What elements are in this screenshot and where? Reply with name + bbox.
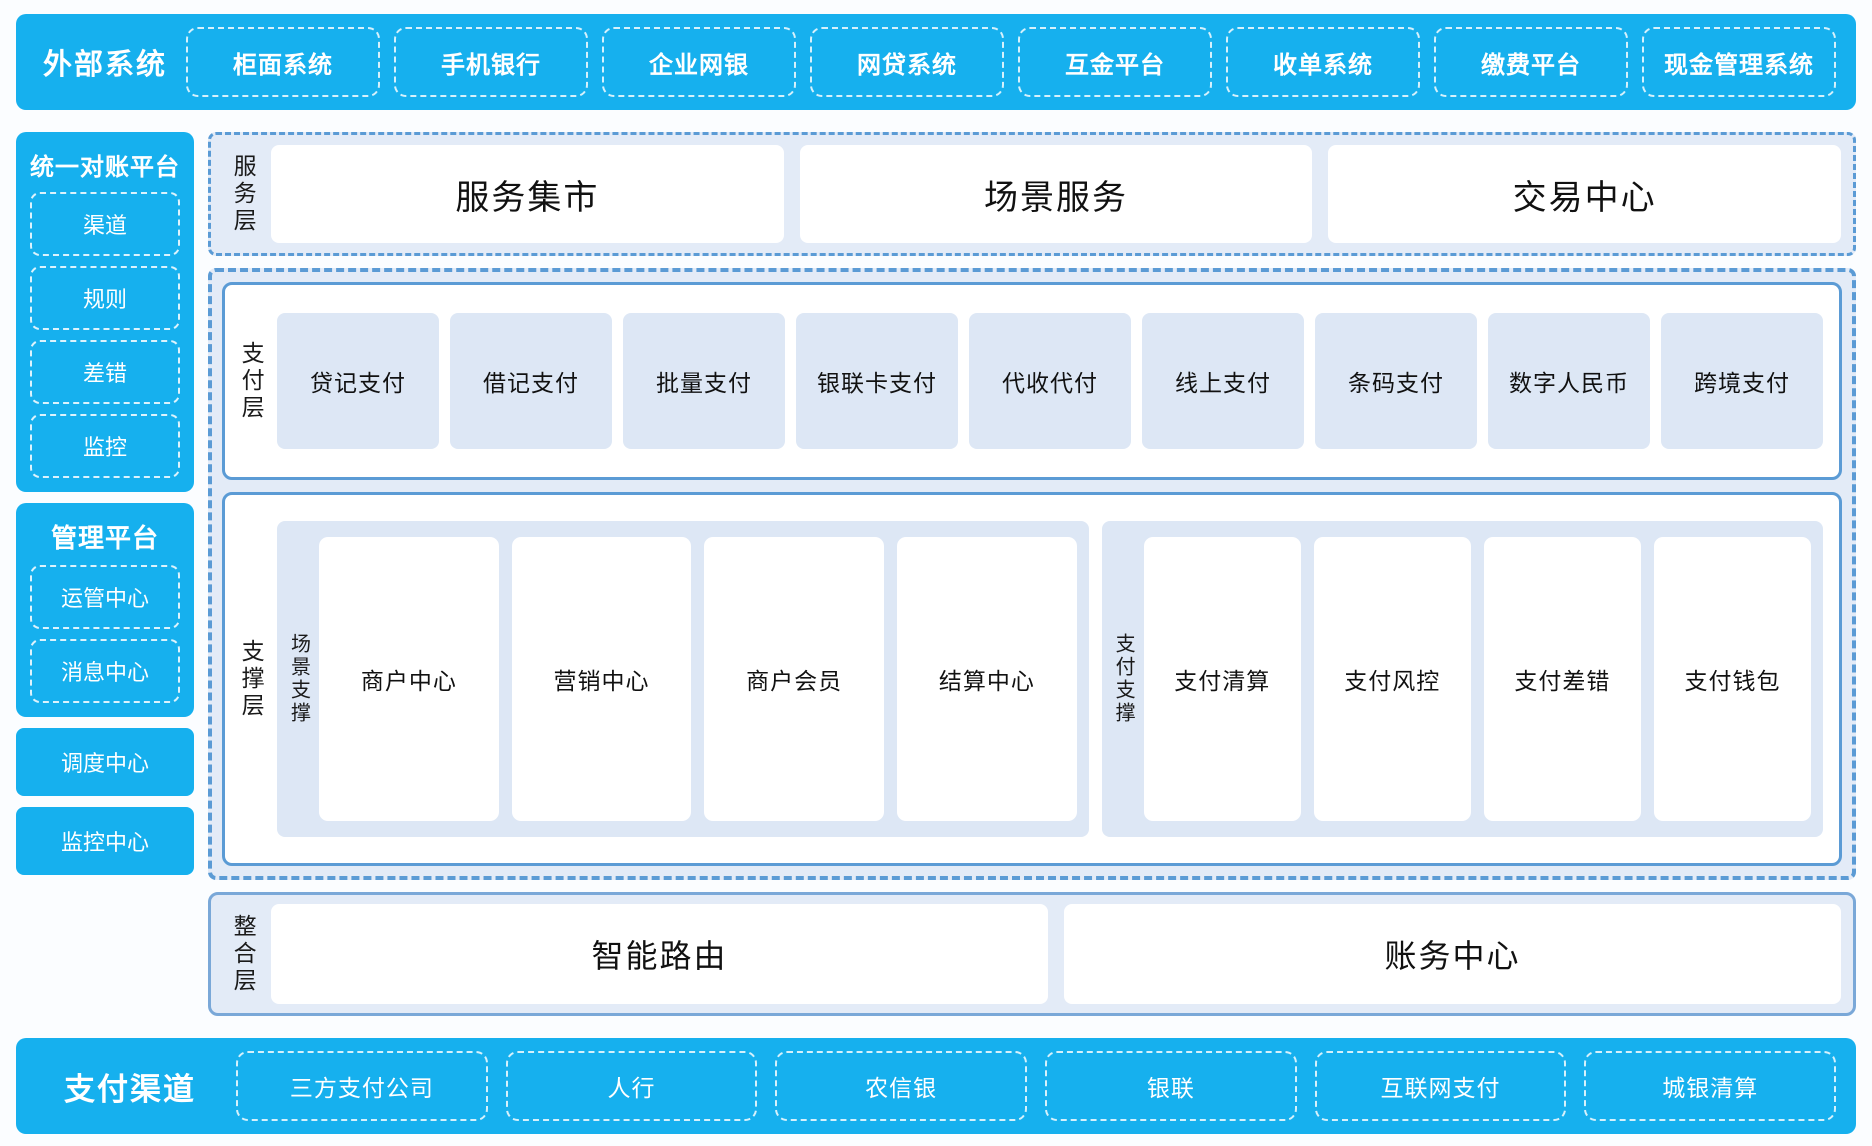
integration-layer: 整合层 智能路由 账务中心 xyxy=(208,892,1856,1016)
sidebar-group-management: 管理平台 运管中心 消息中心 xyxy=(16,503,194,717)
payment-cell-debit[interactable]: 借记支付 xyxy=(450,313,612,449)
service-layer-label: 服务层 xyxy=(230,153,257,235)
integration-layer-cards: 智能路由 账务中心 xyxy=(263,904,1841,1004)
payment-layer: 支付层 贷记支付 借记支付 批量支付 银联卡支付 代收代付 线上支付 条码支付 … xyxy=(222,282,1842,480)
payment-channel-chip[interactable]: 人行 xyxy=(505,1051,758,1121)
support-group-payment: 支付支撑 支付清算 支付风控 支付差错 支付钱包 xyxy=(1101,521,1823,837)
sidebar-group-title: 管理平台 xyxy=(50,523,159,553)
support-layer-groups: 场景支撑 商户中心 营销中心 商户会员 结算中心 支付支撑 支付清算 xyxy=(271,505,1827,853)
external-system-chip[interactable]: 互金平台 xyxy=(1018,27,1212,97)
payment-cell-digital-rmb[interactable]: 数字人民币 xyxy=(1488,313,1650,449)
support-group-payment-label: 支付支撑 xyxy=(1112,633,1135,725)
payment-channel-chip[interactable]: 农信银 xyxy=(775,1051,1028,1121)
support-card-payment-risk[interactable]: 支付风控 xyxy=(1313,537,1471,821)
external-system-chip[interactable]: 柜面系统 xyxy=(186,27,380,97)
external-system-chip[interactable]: 网贷系统 xyxy=(810,27,1004,97)
external-systems-bar: 外部系统 柜面系统 手机银行 企业网银 网贷系统 互金平台 收单系统 缴费平台 … xyxy=(16,14,1856,110)
integration-layer-label: 整合层 xyxy=(230,913,257,995)
service-card-marketplace[interactable]: 服务集市 xyxy=(271,145,784,243)
core-dashed-wrapper: 支付层 贷记支付 借记支付 批量支付 银联卡支付 代收代付 线上支付 条码支付 … xyxy=(208,268,1856,880)
sidebar-group-title: 统一对账平台 xyxy=(30,154,180,181)
support-card-marketing-center[interactable]: 营销中心 xyxy=(511,537,692,821)
payment-channels-items: 三方支付公司 人行 农信银 银联 互联网支付 城银清算 xyxy=(230,1051,1842,1121)
external-system-chip[interactable]: 现金管理系统 xyxy=(1642,27,1836,97)
support-layer-label: 支撑层 xyxy=(238,638,265,720)
sidebar-group-reconciliation: 统一对账平台 渠道 规则 差错 监控 xyxy=(16,132,194,492)
support-card-settlement-center[interactable]: 结算中心 xyxy=(897,537,1077,821)
payment-cell-credit[interactable]: 贷记支付 xyxy=(277,313,439,449)
support-card-merchant-center[interactable]: 商户中心 xyxy=(319,537,499,821)
integration-card-accounting-center[interactable]: 账务中心 xyxy=(1064,904,1841,1004)
external-system-chip[interactable]: 企业网银 xyxy=(602,27,796,97)
payment-channels-title: 支付渠道 xyxy=(64,1071,196,1107)
sidebar-item-error[interactable]: 差错 xyxy=(30,340,180,404)
support-group-scenario: 场景支撑 商户中心 营销中心 商户会员 结算中心 xyxy=(277,521,1089,837)
payment-channel-chip[interactable]: 银联 xyxy=(1045,1051,1297,1121)
service-layer: 服务层 服务集市 场景服务 交易中心 xyxy=(208,132,1856,256)
service-layer-cards: 服务集市 场景服务 交易中心 xyxy=(263,145,1842,243)
support-group-payment-cards: 支付清算 支付风控 支付差错 支付钱包 xyxy=(1140,529,1813,829)
payment-channel-chip[interactable]: 城银清算 xyxy=(1584,1051,1837,1121)
support-card-payment-wallet[interactable]: 支付钱包 xyxy=(1653,537,1812,821)
payment-cell-batch[interactable]: 批量支付 xyxy=(623,313,785,449)
sidebar-item-monitor[interactable]: 监控 xyxy=(30,414,180,478)
external-systems-items: 柜面系统 手机银行 企业网银 网贷系统 互金平台 收单系统 缴费平台 现金管理系… xyxy=(180,27,1842,97)
middle-region: 统一对账平台 渠道 规则 差错 监控 管理平台 运管中心 消息中心 调度中心 监… xyxy=(16,132,1856,1016)
support-card-payment-clearing[interactable]: 支付清算 xyxy=(1143,537,1301,821)
support-group-scenario-label: 场景支撑 xyxy=(287,633,310,725)
support-card-payment-error[interactable]: 支付差错 xyxy=(1483,537,1641,821)
support-layer: 支撑层 场景支撑 商户中心 营销中心 商户会员 结算中心 xyxy=(222,492,1842,866)
service-card-transaction[interactable]: 交易中心 xyxy=(1328,145,1842,243)
payment-cell-online[interactable]: 线上支付 xyxy=(1142,313,1304,449)
payment-cell-cross-border[interactable]: 跨境支付 xyxy=(1661,313,1823,449)
external-systems-title: 外部系统 xyxy=(42,49,167,81)
external-system-chip[interactable]: 手机银行 xyxy=(394,27,588,97)
payment-cell-unionpay-card[interactable]: 银联卡支付 xyxy=(796,313,958,449)
sidebar: 统一对账平台 渠道 规则 差错 监控 管理平台 运管中心 消息中心 调度中心 监… xyxy=(16,132,194,1016)
payment-layer-label: 支付层 xyxy=(238,340,265,422)
payment-cell-collection-payment[interactable]: 代收代付 xyxy=(969,313,1131,449)
support-group-scenario-cards: 商户中心 营销中心 商户会员 结算中心 xyxy=(315,529,1079,829)
sidebar-item-message-center[interactable]: 消息中心 xyxy=(30,639,180,703)
payment-channel-chip[interactable]: 互联网支付 xyxy=(1314,1051,1567,1121)
sidebar-item-scheduling-center[interactable]: 调度中心 xyxy=(16,728,194,796)
support-card-merchant-member[interactable]: 商户会员 xyxy=(704,537,885,821)
sidebar-item-rule[interactable]: 规则 xyxy=(30,266,180,330)
integration-card-smart-routing[interactable]: 智能路由 xyxy=(271,904,1048,1004)
payment-layer-cells: 贷记支付 借记支付 批量支付 银联卡支付 代收代付 线上支付 条码支付 数字人民… xyxy=(271,295,1827,467)
layers-column: 服务层 服务集市 场景服务 交易中心 支付层 贷记支付 借记支付 批量支付 银联… xyxy=(208,132,1856,1016)
sidebar-item-monitoring-center[interactable]: 监控中心 xyxy=(16,807,194,875)
external-system-chip[interactable]: 收单系统 xyxy=(1226,27,1420,97)
sidebar-item-operations-center[interactable]: 运管中心 xyxy=(30,565,180,629)
service-card-scenario[interactable]: 场景服务 xyxy=(799,145,1313,243)
sidebar-item-channel[interactable]: 渠道 xyxy=(30,192,180,256)
payment-cell-barcode[interactable]: 条码支付 xyxy=(1315,313,1477,449)
external-system-chip[interactable]: 缴费平台 xyxy=(1434,27,1628,97)
payment-channel-chip[interactable]: 三方支付公司 xyxy=(236,1051,488,1121)
payment-channels-bar: 支付渠道 三方支付公司 人行 农信银 银联 互联网支付 城银清算 xyxy=(16,1038,1856,1134)
